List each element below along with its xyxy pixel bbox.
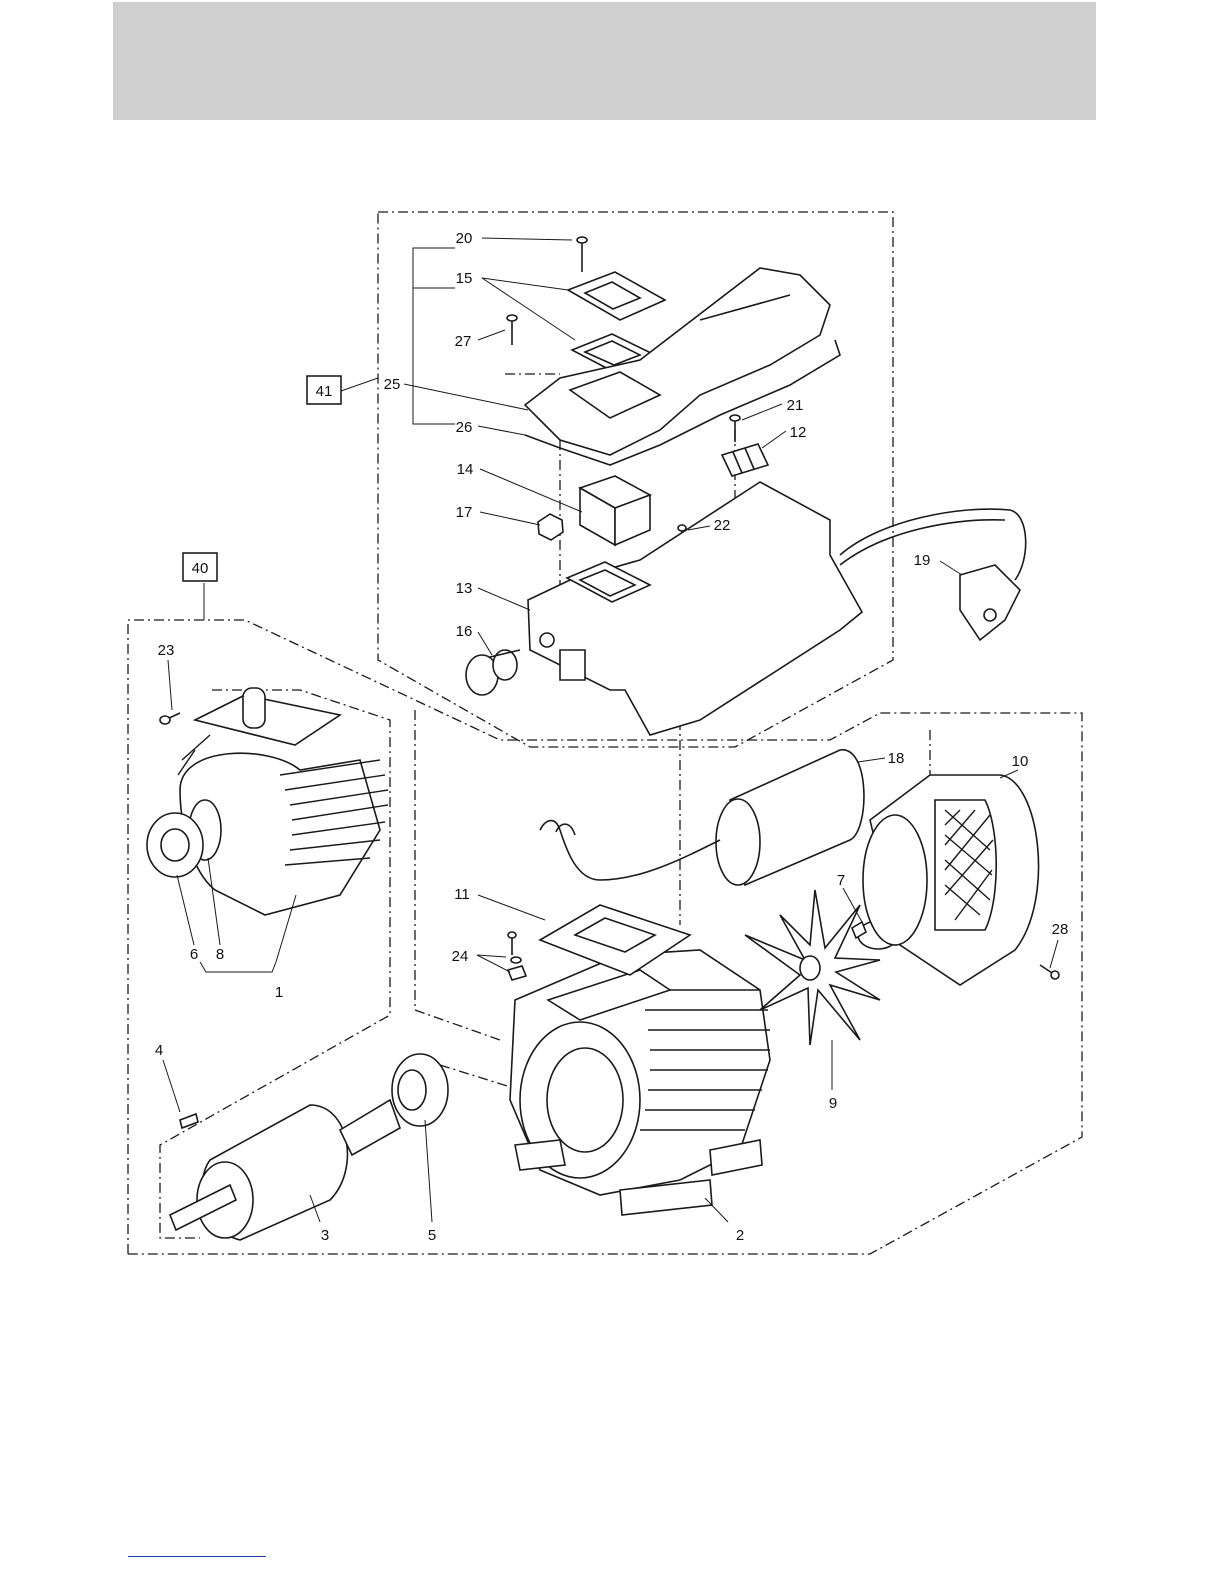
part-20-screw — [577, 237, 587, 272]
callout-4: 4 — [155, 1042, 163, 1059]
callout-13: 13 — [456, 580, 473, 597]
part-3-rotor — [170, 1100, 400, 1240]
callout-18: 18 — [888, 750, 905, 767]
callout-6: 6 — [190, 946, 198, 963]
callout-1: 1 — [275, 984, 283, 1001]
part-14-switch — [580, 476, 650, 545]
callout-7: 7 — [837, 872, 845, 889]
callout-16: 16 — [456, 623, 473, 640]
callout-8: 8 — [216, 946, 224, 963]
callout-2: 2 — [736, 1227, 744, 1244]
part-17-nut — [538, 514, 563, 540]
callout-23: 23 — [158, 642, 175, 659]
callout-20: 20 — [456, 230, 473, 247]
assembly-40-label: 40 — [192, 560, 209, 577]
assembly-41-label: 41 — [316, 383, 333, 400]
part-19-power-plug — [840, 509, 1026, 640]
callout-17: 17 — [456, 504, 473, 521]
part-5-bearing — [392, 1054, 448, 1126]
part-13-switch-box — [528, 482, 862, 735]
callout-22: 22 — [714, 517, 731, 534]
part-23-screw — [160, 713, 180, 724]
callout-19: 19 — [914, 552, 931, 569]
callout-10: 10 — [1012, 753, 1029, 770]
footer-rule — [128, 1556, 266, 1557]
callout-28: 28 — [1052, 921, 1069, 938]
callout-12: 12 — [790, 424, 807, 441]
part-6-bearing — [147, 813, 203, 877]
callout-5: 5 — [428, 1227, 436, 1244]
part-18-capacitor — [540, 750, 864, 885]
part-16-cable-gland — [466, 650, 520, 695]
part-27-screw — [507, 315, 517, 345]
callout-21: 21 — [787, 397, 804, 414]
callout-14: 14 — [457, 461, 474, 478]
part-2-stator-housing — [510, 950, 770, 1215]
part-21-screw — [730, 415, 740, 442]
part-10-fan-cover — [863, 775, 1039, 985]
callout-11: 11 — [454, 886, 470, 903]
callout-27: 27 — [455, 333, 472, 350]
part-24-screw-washer — [508, 932, 526, 980]
callout-3: 3 — [321, 1227, 329, 1244]
callout-26: 26 — [456, 419, 473, 436]
callout-15: 15 — [456, 270, 473, 287]
part-12-terminal-block — [722, 444, 768, 476]
callout-24: 24 — [452, 948, 469, 965]
part-25-top-cover — [525, 268, 830, 455]
part-28-screw — [1040, 965, 1059, 979]
callout-25: 25 — [384, 376, 401, 393]
part-4-key — [180, 1114, 198, 1128]
callout-9: 9 — [829, 1095, 837, 1112]
